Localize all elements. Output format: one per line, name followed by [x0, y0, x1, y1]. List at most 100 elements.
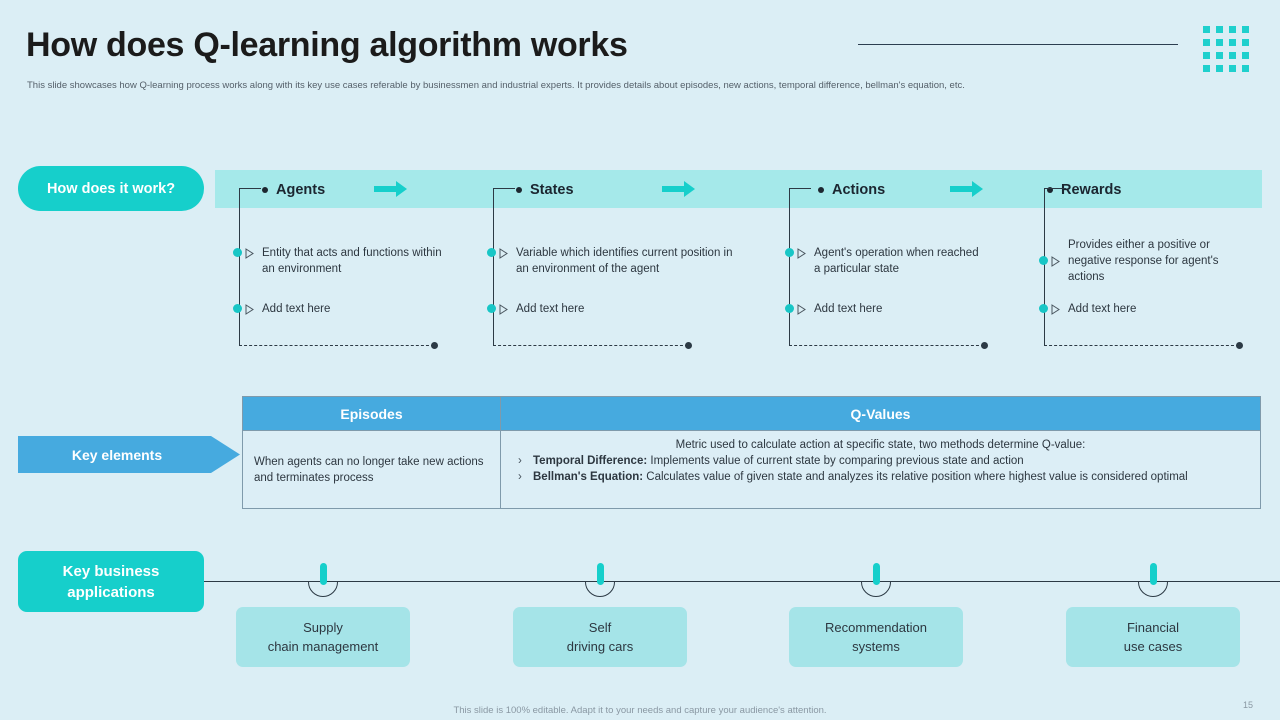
- list-item-text: Add text here: [516, 303, 585, 315]
- page-number: 15: [1243, 700, 1254, 710]
- table-header-qvalues: Q-Values: [501, 396, 1261, 431]
- app-card-line1: Self: [588, 620, 612, 635]
- bracket-actions: [789, 188, 988, 349]
- table-header-row: Episodes Q-Values: [242, 396, 1261, 431]
- app-card-text: Self driving cars: [567, 618, 633, 656]
- key-elements-table: Episodes Q-Values When agents can no lon…: [242, 396, 1261, 509]
- heading-dot-icon: [516, 187, 522, 193]
- app-card-line2: use cases: [1123, 639, 1183, 654]
- bullet-triangle-icon: [244, 302, 255, 320]
- bullet-dot-icon: [487, 304, 496, 313]
- footer-note: This slide is 100% editable. Adapt it to…: [453, 705, 827, 716]
- column-heading-rewards: Rewards: [1047, 178, 1121, 202]
- bracket-rewards: [1044, 188, 1243, 349]
- marker-capsule-icon: [873, 563, 880, 585]
- list-item-text: Add text here: [1068, 303, 1137, 315]
- bullet-triangle-icon: [244, 246, 255, 264]
- list-item: Agent's operation when reached a particu…: [785, 245, 985, 277]
- bullet-dot-icon: [785, 248, 794, 257]
- column-heading-states: States: [516, 178, 574, 202]
- list-item: Add text here: [233, 301, 448, 320]
- column-heading-actions: Actions: [818, 178, 885, 202]
- app-card-line1: Supply: [303, 620, 343, 635]
- timeline-marker-2: [585, 563, 615, 611]
- timeline-axis: [204, 581, 1280, 582]
- list-item: Add text here: [785, 301, 985, 320]
- dot-grid-icon: [1203, 26, 1255, 78]
- bullet-triangle-icon: [498, 246, 509, 264]
- qvalues-lead-text: Metric used to calculate action at speci…: [675, 439, 1086, 451]
- flow-arrow-icon-2: [662, 180, 696, 198]
- marker-capsule-icon: [320, 563, 327, 585]
- qvalues-term: Bellman's Equation:: [533, 471, 644, 483]
- bullet-dot-icon: [233, 304, 242, 313]
- table-cell-qvalues: Metric used to calculate action at speci…: [501, 431, 1261, 509]
- bullet-dot-icon: [1039, 256, 1048, 265]
- column-heading-label: Agents: [276, 182, 326, 198]
- list-item: Variable which identifies current positi…: [487, 245, 742, 277]
- qvalues-item-temporal-difference: › Temporal Difference: Implements value …: [511, 454, 1250, 469]
- kba-label-line1: Key business: [62, 562, 160, 580]
- bullet-dot-icon: [487, 248, 496, 257]
- app-card-line1: Recommendation: [825, 620, 927, 635]
- bullet-triangle-icon: [796, 246, 807, 264]
- app-card-text: Recommendation systems: [825, 618, 927, 656]
- header-rule: [858, 44, 1178, 45]
- key-business-applications-label: Key business applications: [18, 551, 204, 612]
- app-card-text: Financial use cases: [1124, 618, 1183, 656]
- heading-dot-icon: [818, 187, 824, 193]
- timeline-marker-1: [308, 563, 338, 611]
- column-heading-label: Actions: [832, 182, 886, 198]
- qvalues-item-bellmans-equation: › Bellman's Equation: Calculates value o…: [511, 470, 1250, 485]
- timeline-marker-3: [861, 563, 891, 611]
- bracket-agents: [239, 188, 438, 349]
- heading-dot-icon: [262, 187, 268, 193]
- page-subtitle: This slide showcases how Q-learning proc…: [27, 80, 965, 91]
- app-card-financial: Financial use cases: [1066, 607, 1240, 667]
- qvalues-desc: Calculates value of given state and anal…: [643, 471, 1188, 483]
- app-card-line2: driving cars: [566, 639, 634, 654]
- bullet-dot-icon: [1039, 304, 1048, 313]
- list-item-text: Entity that acts and functions within an…: [262, 247, 442, 275]
- list-item-text: Provides either a positive or negative r…: [1068, 239, 1219, 283]
- app-card-recommendation: Recommendation systems: [789, 607, 963, 667]
- qvalues-item-text: Temporal Difference: Implements value of…: [533, 454, 1024, 469]
- column-heading-label: Rewards: [1061, 182, 1122, 198]
- table-cell-episodes: When agents can no longer take new actio…: [242, 431, 501, 509]
- list-item: Provides either a positive or negative r…: [1039, 237, 1239, 285]
- page-title: How does Q-learning algorithm works: [26, 26, 628, 64]
- flow-arrow-icon-1: [374, 180, 408, 198]
- list-item-text: Agent's operation when reached a particu…: [814, 247, 979, 275]
- episodes-text: When agents can no longer take new actio…: [254, 455, 484, 484]
- bracket-states: [493, 188, 692, 349]
- bullet-triangle-icon: [498, 302, 509, 320]
- list-item: Entity that acts and functions within an…: [233, 245, 448, 277]
- kba-label-line2: applications: [67, 583, 155, 601]
- app-card-line2: systems: [852, 639, 900, 654]
- app-card-text: Supply chain management: [268, 618, 379, 656]
- app-card-supply-chain: Supply chain management: [236, 607, 410, 667]
- app-card-line2: chain management: [267, 639, 379, 654]
- marker-capsule-icon: [597, 563, 604, 585]
- chevron-right-icon: ›: [518, 471, 522, 483]
- column-heading-label: States: [530, 182, 574, 198]
- bullet-dot-icon: [785, 304, 794, 313]
- bullet-triangle-icon: [796, 302, 807, 320]
- list-item: Add text here: [487, 301, 702, 320]
- qvalues-item-text: Bellman's Equation: Calculates value of …: [533, 470, 1188, 485]
- app-card-line1: Financial: [1126, 620, 1179, 635]
- marker-capsule-icon: [1150, 563, 1157, 585]
- app-card-self-driving: Self driving cars: [513, 607, 687, 667]
- list-item-text: Variable which identifies current positi…: [516, 247, 733, 275]
- list-item: Add text here: [1039, 301, 1239, 320]
- table-row: When agents can no longer take new actio…: [242, 431, 1261, 509]
- bullet-dot-icon: [233, 248, 242, 257]
- timeline-marker-4: [1138, 563, 1168, 611]
- heading-dot-icon: [1047, 187, 1053, 193]
- qvalues-desc: Implements value of current state by com…: [647, 455, 1024, 467]
- qvalues-term: Temporal Difference:: [533, 455, 648, 467]
- bullet-triangle-icon: [1050, 302, 1061, 320]
- list-item-text: Add text here: [262, 303, 331, 315]
- bullet-triangle-icon: [1050, 254, 1061, 272]
- table-header-episodes: Episodes: [242, 396, 501, 431]
